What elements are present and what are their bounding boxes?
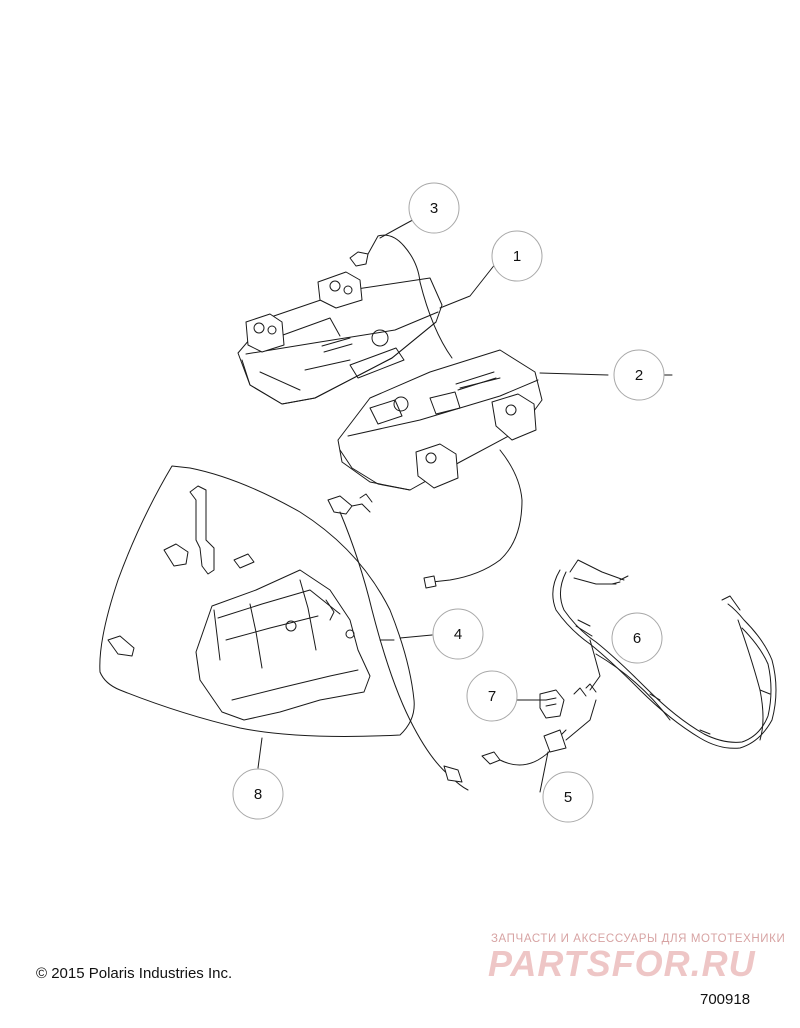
callout-label: 3 bbox=[430, 200, 438, 217]
callout-6: 6 bbox=[611, 612, 663, 664]
watermark-tagline: ЗАПЧАСТИ И АКСЕССУАРЫ ДЛЯ МОТОТЕХНИКИ bbox=[491, 933, 786, 945]
speaker-harness-long-icon bbox=[327, 493, 469, 791]
callout-label: 7 bbox=[488, 688, 496, 705]
callout-label: 2 bbox=[635, 367, 643, 384]
copyright-notice: © 2015 Polaris Industries Inc. bbox=[36, 965, 233, 982]
wiring-harness-icon bbox=[552, 559, 777, 749]
callout-7: 7 bbox=[466, 670, 518, 722]
callout-label: 6 bbox=[633, 630, 641, 647]
connector-icon bbox=[539, 689, 565, 719]
callout-4: 4 bbox=[432, 608, 484, 660]
speaker-harness-short-icon bbox=[481, 683, 597, 766]
callout-label: 8 bbox=[254, 786, 262, 803]
callout-5: 5 bbox=[542, 771, 594, 823]
callout-1: 1 bbox=[491, 230, 543, 282]
callout-label: 4 bbox=[454, 626, 462, 643]
callout-3: 3 bbox=[408, 182, 460, 234]
speaker-pod-lower-icon bbox=[337, 349, 543, 589]
callout-balloons: 3 1 2 4 6 7 5 8 bbox=[232, 182, 665, 823]
callout-2: 2 bbox=[613, 349, 665, 401]
callout-8: 8 bbox=[232, 768, 284, 820]
speaker-pod-upper-icon bbox=[237, 234, 453, 405]
mounting-bracket-icon bbox=[99, 465, 415, 737]
callout-label: 1 bbox=[513, 248, 521, 265]
callout-label: 5 bbox=[564, 789, 572, 806]
watermark-brand: PARTSFOR.RU bbox=[488, 943, 756, 984]
figure-number: 700918 bbox=[700, 991, 751, 1008]
